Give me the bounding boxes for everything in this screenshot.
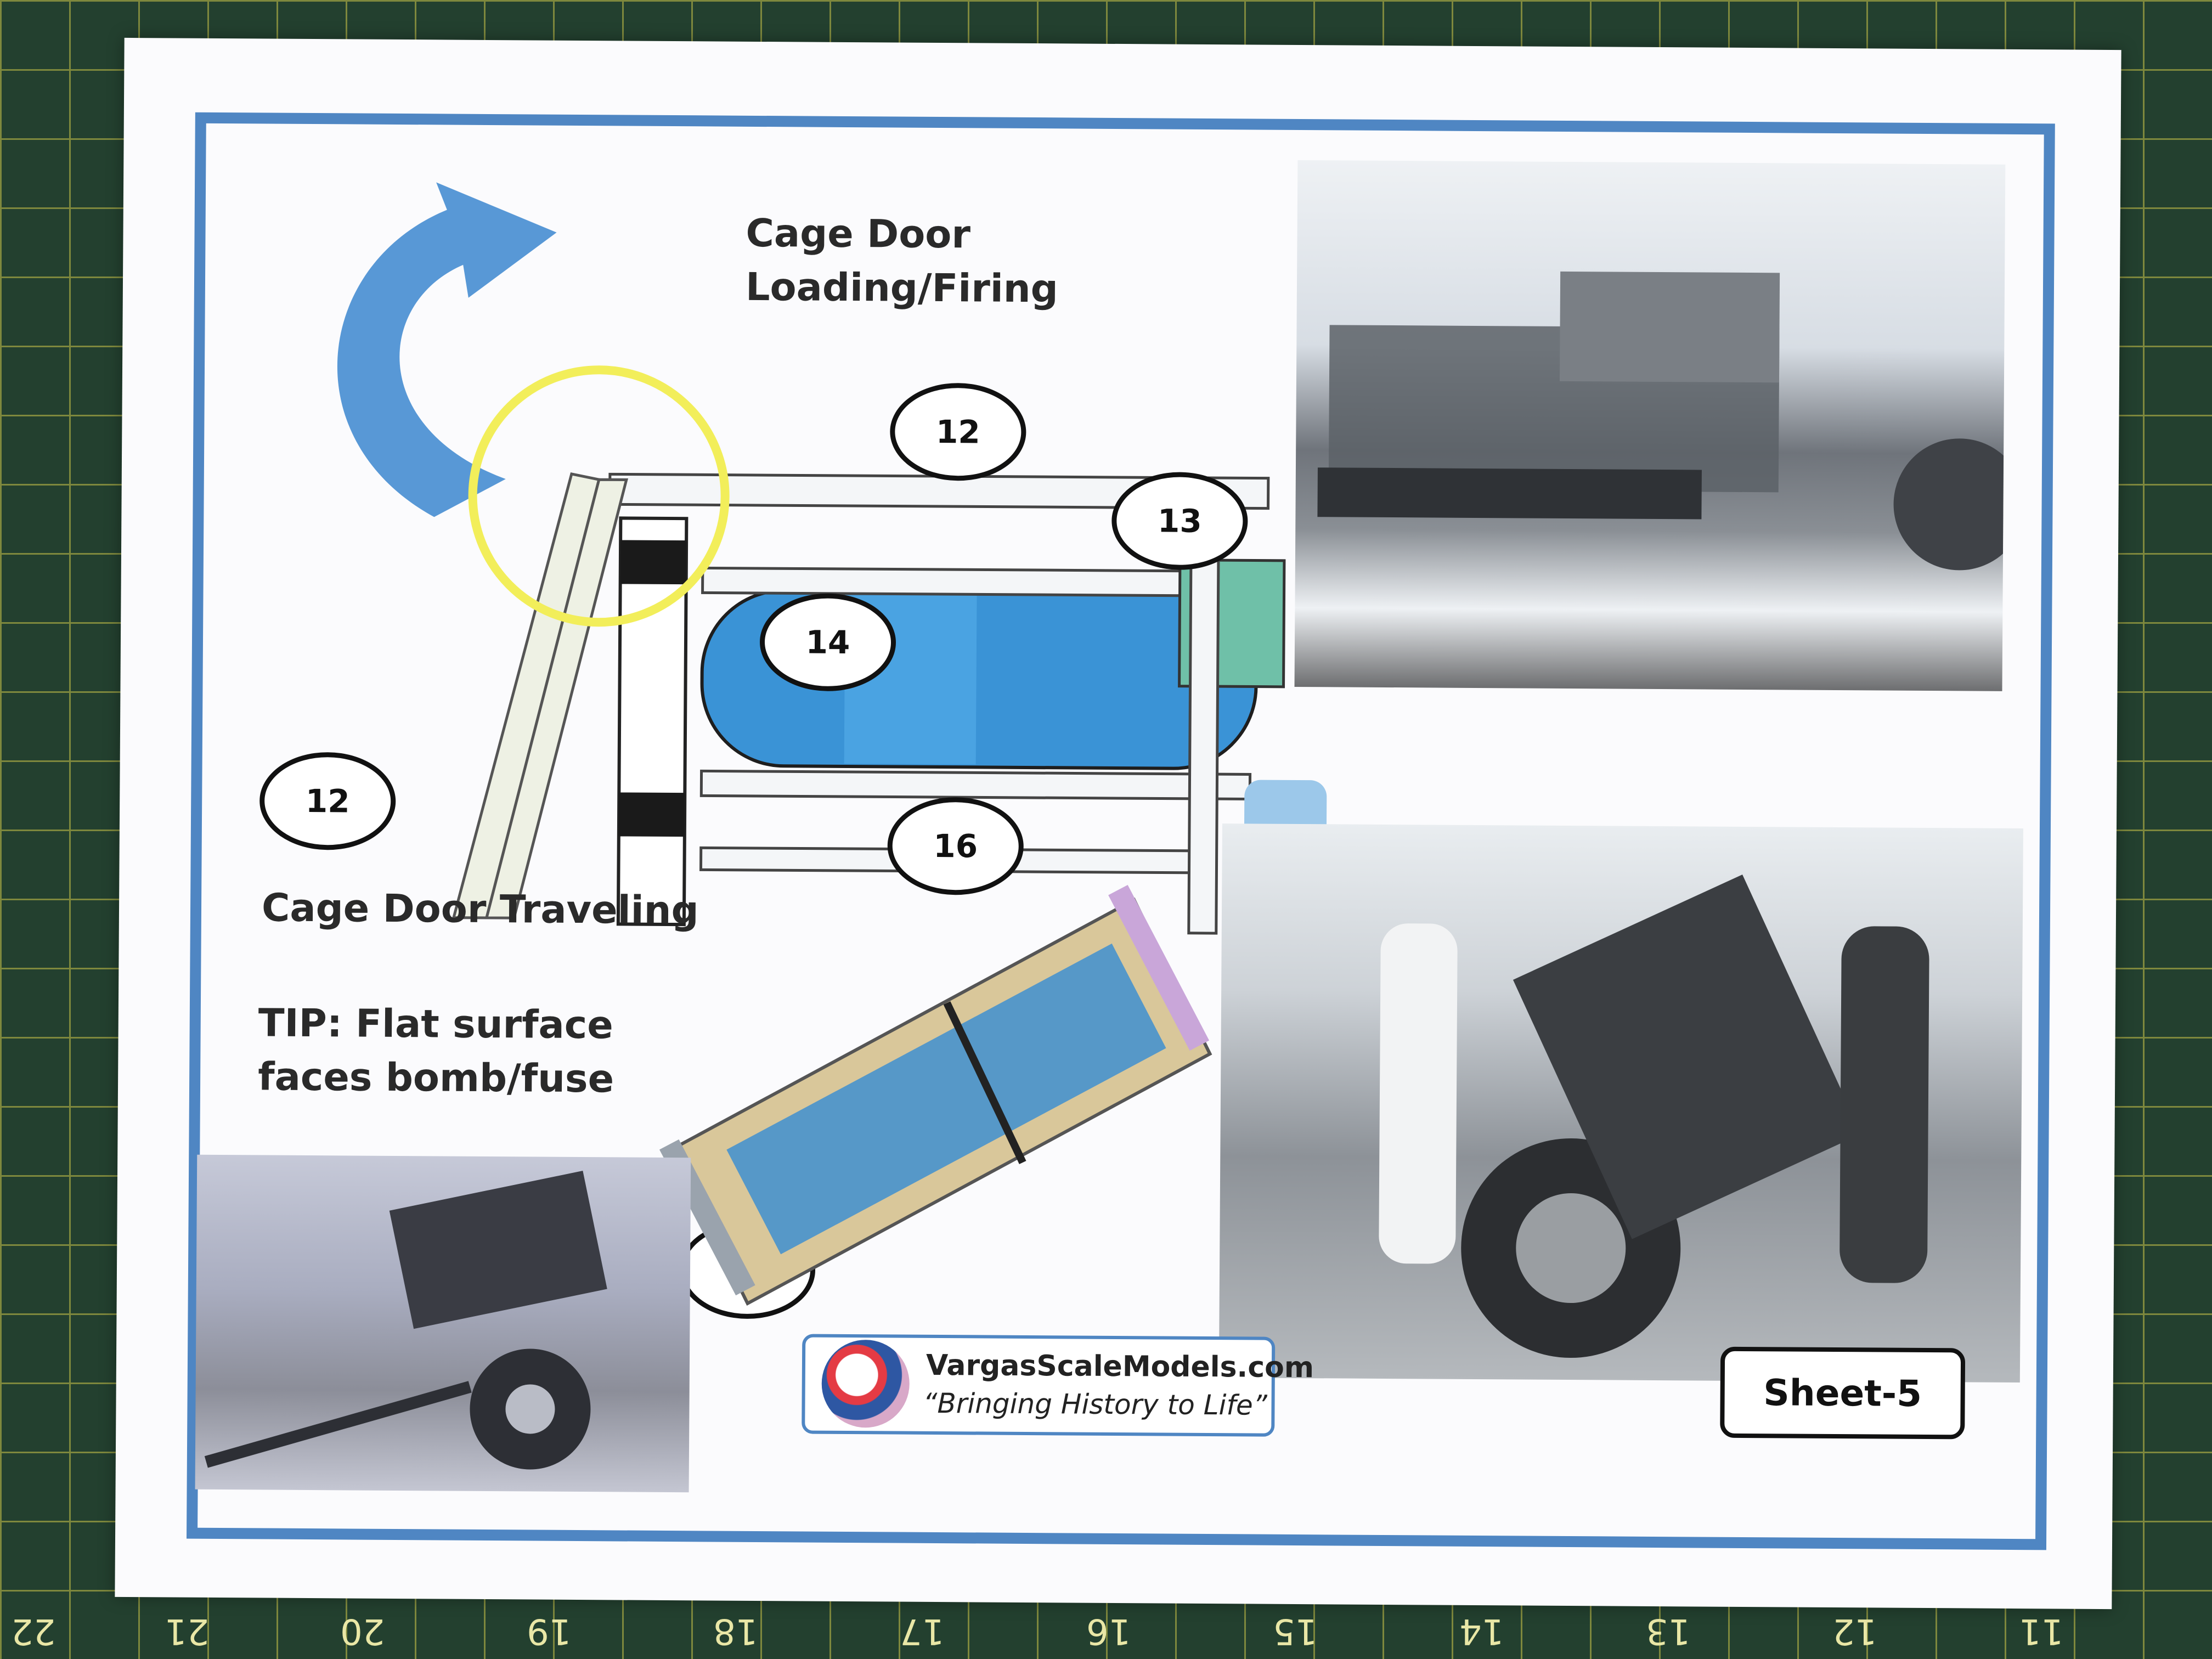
callout-12-top: 12 bbox=[889, 382, 1026, 481]
rotate-arrow-icon bbox=[337, 182, 557, 517]
callout-12-left: 12 bbox=[259, 752, 396, 850]
ruler-mark: 20 bbox=[340, 1611, 385, 1651]
cage-door-loading-label: Cage Door Loading/Firing bbox=[745, 210, 1059, 312]
brand-site: VargasScaleModels.com bbox=[926, 1348, 1314, 1385]
tip-label: TIP: Flat surface faces bomb/fuse bbox=[257, 1000, 614, 1102]
ruler-mark: 13 bbox=[1646, 1611, 1691, 1651]
instruction-sheet: Cage Door Loading/Firing Cage Door Trave… bbox=[115, 37, 2121, 1610]
callout-14-top: 14 bbox=[759, 593, 896, 692]
sheet-number: Sheet-5 bbox=[1720, 1346, 1966, 1440]
trailer-silhouette bbox=[204, 1171, 607, 1470]
ruler-mark: 14 bbox=[1459, 1611, 1504, 1651]
callout-13: 13 bbox=[1111, 471, 1248, 571]
cage-frame-render bbox=[659, 885, 1212, 1306]
photo-launcher-trailer bbox=[195, 1154, 691, 1493]
brand-banner: VargasScaleModels.com “Bringing History … bbox=[802, 1334, 1314, 1437]
ruler-mark: 19 bbox=[527, 1611, 572, 1651]
ruler-mark: 12 bbox=[1832, 1611, 1877, 1651]
ruler-mark: 16 bbox=[1086, 1611, 1131, 1651]
logo-icon bbox=[821, 1339, 910, 1428]
brand-tagline: “Bringing History to Life” bbox=[923, 1387, 1267, 1421]
ruler-mark: 17 bbox=[900, 1611, 945, 1651]
crew-silhouette bbox=[1379, 874, 1929, 1358]
halftrack-silhouette bbox=[1317, 271, 2006, 571]
photo-crew-loading bbox=[1218, 823, 2023, 1383]
ruler-mark: 21 bbox=[165, 1611, 210, 1651]
ruler-mark: 18 bbox=[713, 1611, 758, 1651]
ruler-mark: 15 bbox=[1273, 1611, 1318, 1651]
cage-door-traveling-label: Cage Door Traveling bbox=[261, 885, 699, 933]
ruler-mark: 11 bbox=[2019, 1611, 2064, 1651]
photo-halftrack-snow bbox=[1294, 160, 2006, 691]
ruler-mark: 22 bbox=[11, 1611, 56, 1651]
